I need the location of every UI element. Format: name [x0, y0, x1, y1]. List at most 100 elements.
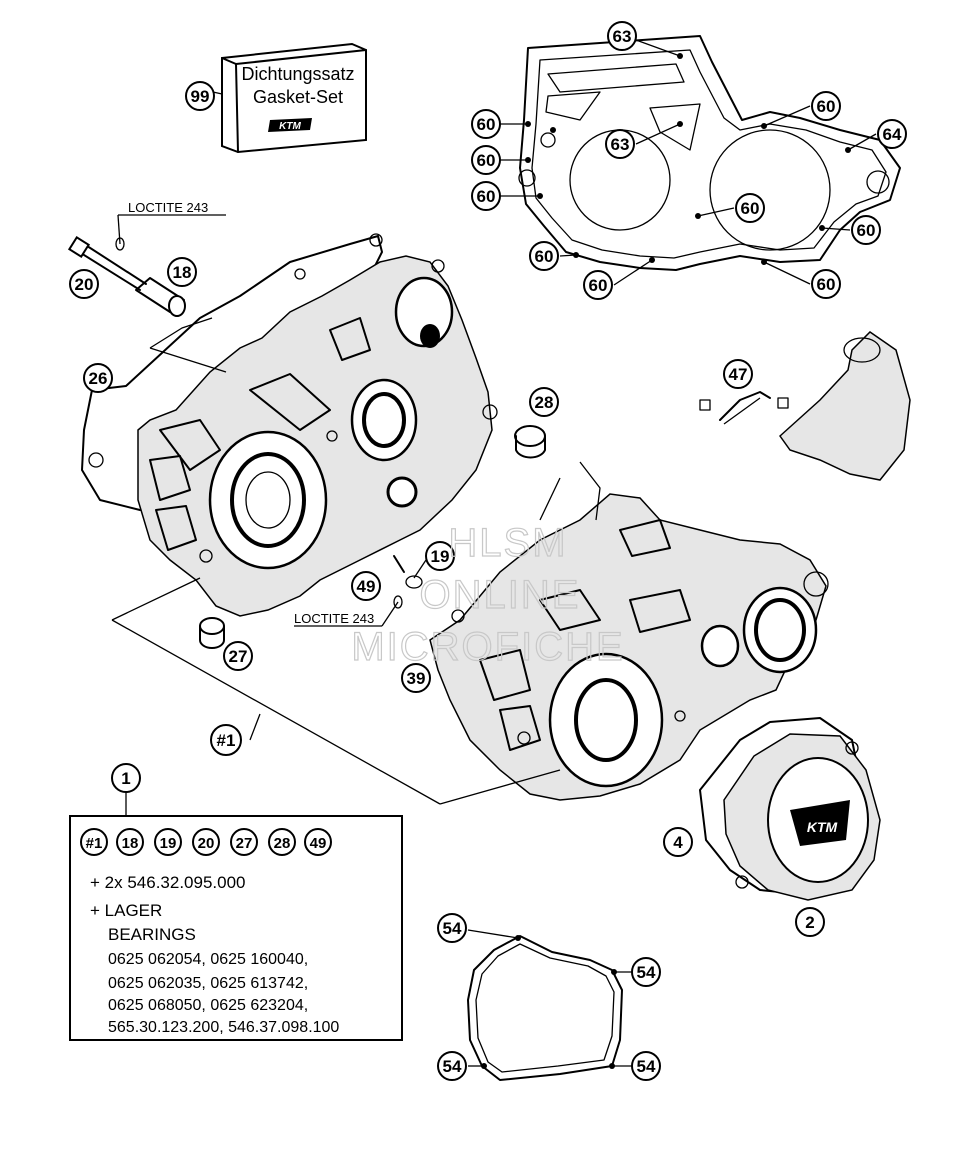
callout-27: 27	[223, 641, 253, 671]
svg-text:4: 4	[673, 833, 683, 852]
svg-text:99: 99	[191, 87, 210, 106]
kit-info-box: #1 18 19 20 27 28 49 + 2x 546.32.095.000…	[69, 815, 403, 1041]
loctite-label-mid: LOCTITE 243	[294, 611, 374, 626]
svg-text:49: 49	[357, 577, 376, 596]
crankcase-right-half	[429, 461, 829, 801]
svg-text:26: 26	[89, 369, 108, 388]
kit-item-6: 28	[268, 828, 296, 856]
crankcase-left-half	[81, 233, 498, 617]
callout-60-a: 60	[471, 109, 501, 139]
svg-text:63: 63	[613, 27, 632, 46]
svg-text:18: 18	[122, 835, 139, 852]
svg-text:60: 60	[535, 247, 554, 266]
kit-item-4: 20	[192, 828, 220, 856]
svg-text:2: 2	[805, 913, 814, 932]
ktm-logo-cover: KTM	[807, 819, 838, 835]
callout-60-b: 60	[471, 145, 501, 175]
kit-item-callouts: #1 18 19 20 27 28 49	[80, 828, 332, 856]
kit-item-2: 18	[116, 828, 144, 856]
kit-line-c: BEARINGS	[108, 925, 196, 944]
gasket-set-box: Dichtungssatz Gasket-Set KTM	[221, 42, 367, 154]
callout-2: 2	[795, 907, 825, 937]
callout-19: 19	[425, 541, 455, 571]
clutch-cover-parts	[699, 331, 911, 481]
callout-60-f: 60	[811, 91, 841, 121]
svg-text:60: 60	[589, 276, 608, 295]
callout-60-h: 60	[851, 215, 881, 245]
svg-text:1: 1	[121, 769, 130, 788]
svg-text:28: 28	[535, 393, 554, 412]
svg-text:HLSM: HLSM	[448, 521, 567, 565]
small-parts	[67, 235, 546, 649]
svg-text:KTM: KTM	[279, 121, 301, 132]
svg-text:ONLINE: ONLINE	[420, 573, 581, 617]
kit-item-1: #1	[80, 828, 108, 856]
svg-text:54: 54	[637, 963, 656, 982]
svg-text:60: 60	[477, 115, 496, 134]
kit-line-f: 0625 068050, 0625 623204,	[108, 997, 308, 1014]
watermark: HLSM ONLINE MICROFICHE	[351, 520, 624, 669]
callout-54-d: 54	[631, 1051, 661, 1081]
svg-text:#1: #1	[86, 835, 103, 852]
svg-text:60: 60	[817, 275, 836, 294]
svg-text:54: 54	[443, 1057, 462, 1076]
callouts: 99 63 63 60 60 60 60 60 60 60 60 60 64 1…	[69, 21, 907, 1081]
svg-text:#1: #1	[217, 731, 236, 750]
callout-54-c: 54	[437, 1051, 467, 1081]
svg-text:19: 19	[431, 547, 450, 566]
callout-63-top: 63	[607, 21, 637, 51]
kit-line-g: 565.30.123.200, 546.37.098.100	[108, 1019, 339, 1036]
callout-1: 1	[111, 763, 141, 793]
callout-39: 39	[401, 663, 431, 693]
callout-64: 64	[877, 119, 907, 149]
svg-text:60: 60	[477, 187, 496, 206]
svg-text:20: 20	[198, 835, 215, 852]
callout-60-d: 60	[529, 241, 559, 271]
callout-28: 28	[529, 387, 559, 417]
svg-text:54: 54	[443, 919, 462, 938]
svg-text:60: 60	[477, 151, 496, 170]
callout-54-a: 54	[437, 913, 467, 943]
kit-line-a: + 2x 546.32.095.000	[90, 873, 246, 892]
kit-line-d: 0625 062054, 0625 160040,	[108, 951, 308, 968]
callout-63-mid: 63	[605, 129, 635, 159]
svg-text:MICROFICHE: MICROFICHE	[351, 625, 624, 669]
loctite-label-top: LOCTITE 243	[128, 200, 208, 215]
svg-text:60: 60	[857, 221, 876, 240]
callout-60-g: 60	[735, 193, 765, 223]
callout-47: 47	[723, 359, 753, 389]
svg-text:54: 54	[637, 1057, 656, 1076]
svg-text:28: 28	[274, 835, 291, 852]
gasket-set-title-de: Dichtungssatz	[241, 64, 354, 84]
svg-text:27: 27	[229, 647, 248, 666]
kit-item-7: 49	[304, 828, 332, 856]
svg-text:60: 60	[741, 199, 760, 218]
svg-text:20: 20	[75, 275, 94, 294]
svg-text:19: 19	[160, 835, 177, 852]
callout-60-i: 60	[811, 269, 841, 299]
callout-99: 99	[185, 81, 215, 111]
svg-text:64: 64	[883, 125, 902, 144]
kit-line-b: + LAGER	[90, 901, 162, 920]
ignition-gasket	[467, 935, 623, 1081]
callout-49: 49	[351, 571, 381, 601]
leader-lines	[111, 39, 877, 1067]
callout-20: 20	[69, 269, 99, 299]
crankcase-gasket-top	[518, 35, 901, 271]
svg-text:49: 49	[310, 835, 327, 852]
kit-item-3: 19	[154, 828, 182, 856]
svg-text:18: 18	[173, 263, 192, 282]
gasket-set-title-en: Gasket-Set	[253, 87, 343, 107]
callout-18: 18	[167, 257, 197, 287]
ktm-logo-small: KTM	[268, 118, 312, 132]
callout-60-c: 60	[471, 181, 501, 211]
callout-hash-1: #1	[210, 724, 242, 756]
svg-text:63: 63	[611, 135, 630, 154]
kit-item-5: 27	[230, 828, 258, 856]
svg-text:39: 39	[407, 669, 426, 688]
svg-text:47: 47	[729, 365, 748, 384]
callout-26: 26	[83, 363, 113, 393]
svg-text:27: 27	[236, 835, 253, 852]
kit-line-e: 0625 062035, 0625 613742,	[108, 975, 308, 992]
